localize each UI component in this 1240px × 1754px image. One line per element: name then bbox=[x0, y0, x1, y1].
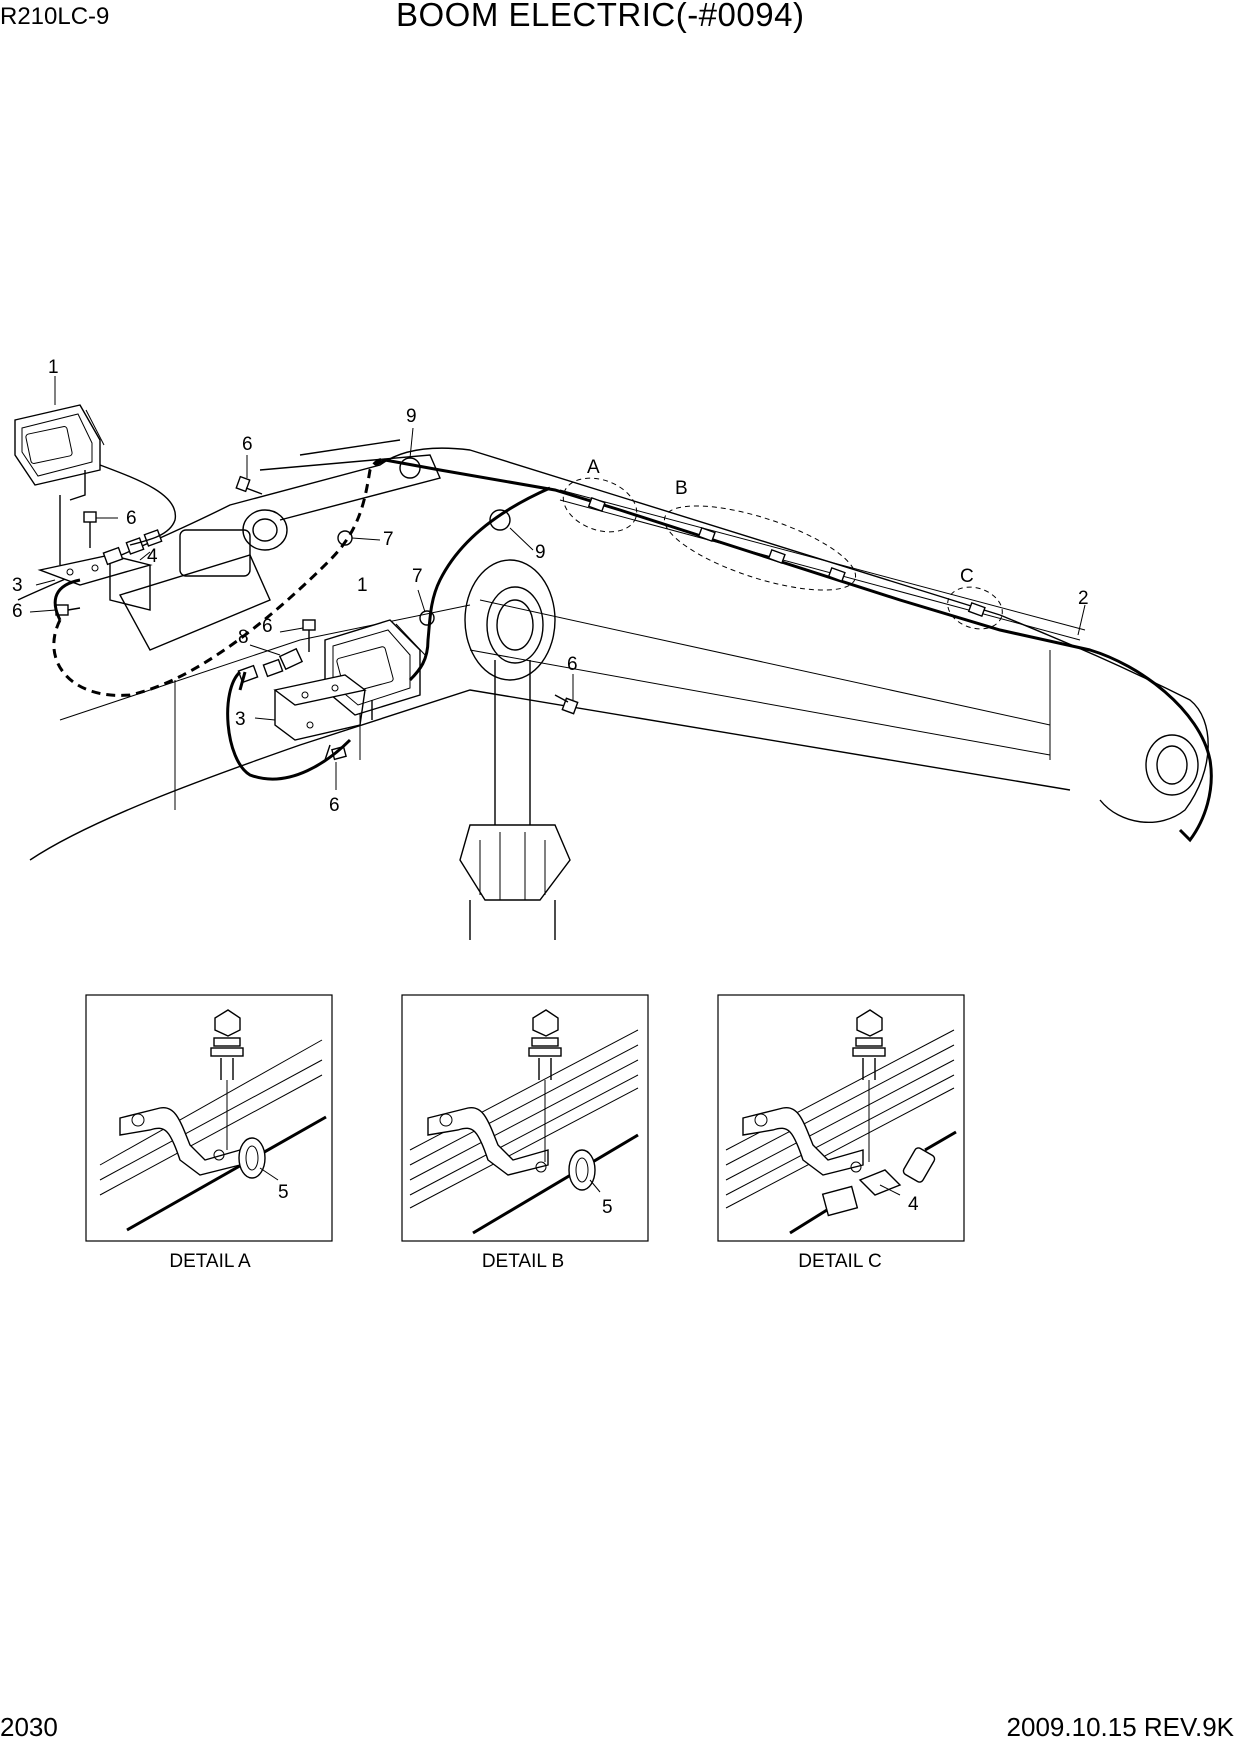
detail-a-caption: DETAIL A bbox=[169, 1251, 251, 1272]
detail-b-panel: 5 bbox=[401, 994, 649, 1242]
detail-marker-b: B bbox=[675, 478, 688, 499]
detail-c-caption: DETAIL C bbox=[798, 1251, 881, 1272]
leader-lines bbox=[29, 376, 1086, 790]
detail-b-caption: DETAIL B bbox=[482, 1251, 564, 1272]
connector-left bbox=[102, 529, 163, 566]
callout-clamp-center: 7 bbox=[412, 566, 423, 587]
callout-work-lamp-right: 1 bbox=[357, 575, 368, 596]
bracket-right bbox=[273, 674, 367, 741]
detail-c-part: 4 bbox=[908, 1194, 919, 1215]
detail-a-part: 5 bbox=[278, 1182, 289, 1203]
boom-cylinder bbox=[459, 559, 571, 940]
callout-connector-left: 4 bbox=[147, 546, 158, 567]
page-title: BOOM ELECTRIC(-#0094) bbox=[396, 0, 805, 33]
revision-date: 2009.10.15 REV.9K bbox=[1006, 1712, 1234, 1742]
detail-marker-a: A bbox=[587, 457, 600, 478]
callout-clamp-left: 7 bbox=[383, 529, 394, 550]
callout-bracket-left: 3 bbox=[12, 575, 23, 596]
callout-bolt-center: 6 bbox=[567, 654, 578, 675]
callout-bolt-left-lower: 6 bbox=[12, 601, 23, 622]
bolts-right bbox=[302, 619, 579, 761]
callout-work-lamp-left: 1 bbox=[48, 357, 59, 378]
harness-routing bbox=[52, 456, 1213, 843]
detail-marker-c: C bbox=[960, 566, 974, 587]
boom-outline bbox=[17, 439, 1209, 861]
callout-harness: 2 bbox=[1078, 588, 1089, 609]
detail-c-panel: 4 bbox=[717, 994, 965, 1242]
work-lamp-left bbox=[14, 404, 105, 501]
detail-b-part: 5 bbox=[602, 1197, 613, 1218]
callout-bolt-right-top: 6 bbox=[262, 616, 273, 637]
bolts-left bbox=[55, 475, 263, 616]
callout-tie-left: 9 bbox=[406, 406, 417, 427]
callout-connector-right: 8 bbox=[238, 627, 249, 648]
callout-labels: 1 1 2 3 3 4 6 6 6 6 6 6 7 7 8 9 9 A B C bbox=[12, 357, 1089, 816]
callout-bolt-mid-left: 6 bbox=[126, 508, 137, 529]
connector-right bbox=[237, 647, 304, 684]
callout-bolt-right-bottom: 6 bbox=[329, 795, 340, 816]
detail-a-panel: 5 bbox=[85, 994, 333, 1242]
callout-bracket-right: 3 bbox=[235, 709, 246, 730]
callout-tie-center: 9 bbox=[535, 542, 546, 563]
page-number: 2030 bbox=[0, 1712, 58, 1742]
clamps-and-ties bbox=[337, 457, 511, 626]
bracket-left bbox=[37, 495, 153, 611]
model-number: R210LC-9 bbox=[0, 3, 110, 30]
work-lamp-right bbox=[324, 619, 427, 720]
callout-bolt-top-left: 6 bbox=[242, 434, 253, 455]
